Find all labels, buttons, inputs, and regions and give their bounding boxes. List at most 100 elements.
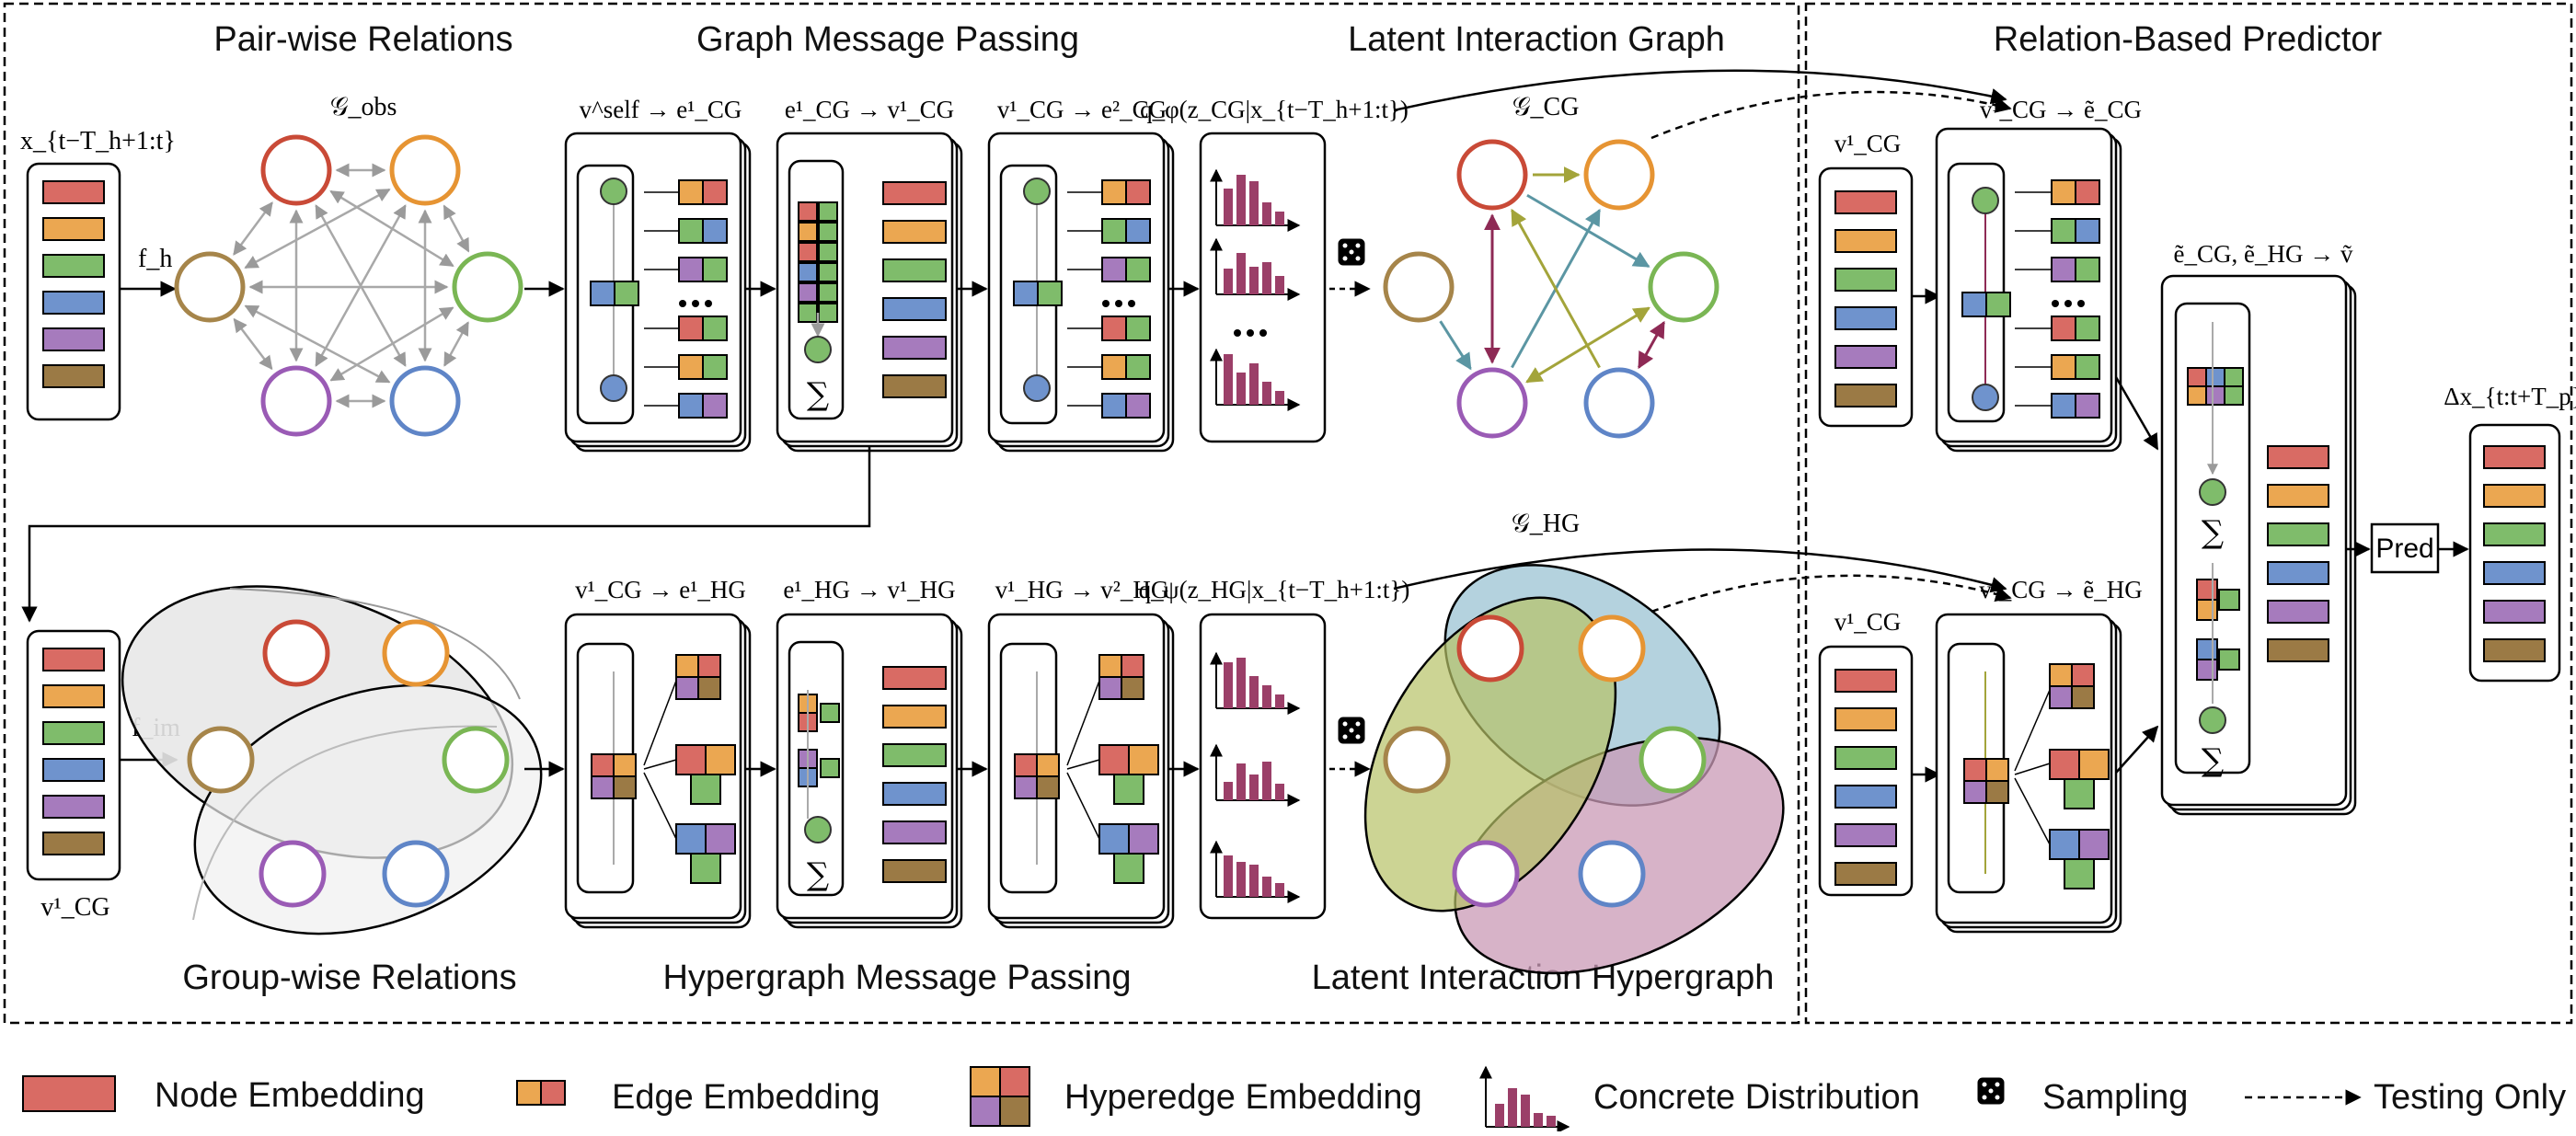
- g-cg-edge-green-purple: [1525, 306, 1650, 384]
- q-phi-3-dist-bar: [1249, 363, 1259, 405]
- pred-top-edge-ellipsis-dot: [2052, 300, 2059, 307]
- legend-sampling-dice-pip: [1988, 1088, 1994, 1094]
- bot-stage2-s: [820, 758, 840, 778]
- pred-button: [2370, 522, 2440, 574]
- pred-bot-a-hyperedge-q2: [2071, 663, 2095, 687]
- q-psi-3-dist-bar: [1224, 855, 1233, 897]
- legend-concrete-bar: [1521, 1095, 1530, 1127]
- pred-top-input-node-embedding: [1834, 306, 1897, 330]
- top-stage3-ellipsis-dot: [1128, 300, 1135, 307]
- fh-label: f_h: [138, 245, 172, 273]
- section-title-groupwise: Group-wise Relations: [182, 958, 516, 997]
- pred-bot-input-node-embedding: [1834, 746, 1897, 770]
- pred-combine-t: [2196, 599, 2218, 621]
- pred-combine-s: [2205, 385, 2225, 406]
- pred-combine-node-a: [2199, 478, 2226, 506]
- bottom-input-node-embedding: [42, 795, 105, 819]
- input-node-embedding: [42, 291, 105, 315]
- top-stage2-out-node-embedding: [882, 181, 947, 205]
- q-phi-1-dist-bar: [1275, 212, 1284, 225]
- pred-top-edge-center-edge-embedding-right: [1985, 292, 2011, 317]
- ghg-hyperedge-olive: [1363, 596, 1617, 912]
- pred-bot-a-hyperedge-q1: [2049, 663, 2073, 687]
- pred-combine-s: [2224, 367, 2244, 387]
- q-psi-1-dist-bar: [1224, 662, 1233, 708]
- bottom-hyper-node-purple: [259, 840, 327, 908]
- pred-combine-out-node-embedding: [2267, 561, 2329, 585]
- bot-stage2-out-node-embedding: [882, 820, 947, 844]
- legend-concrete-bar: [1547, 1116, 1556, 1127]
- top-stage2-sum-symbol: ∑: [807, 376, 829, 413]
- legend-testing-label: Testing Only: [2374, 1078, 2566, 1117]
- bot-stage1-c2: [705, 823, 736, 855]
- legend-edge-swatch-edge-embedding-left: [516, 1080, 542, 1106]
- pred-v-top-label: v¹_CG: [1834, 130, 1902, 157]
- q-psi-3-dist-bar: [1262, 877, 1271, 897]
- bot-stage1-center-q1: [591, 753, 615, 777]
- legend-hyperedge-q1: [970, 1066, 1001, 1097]
- top-stage2-out-node-embedding: [882, 336, 947, 360]
- g-obs-node-blue: [389, 365, 461, 437]
- pred-combine-label: ẽ_CG, ẽ_HG → ṽ: [2174, 240, 2353, 268]
- top-stage3-r1-edge-embedding-left: [1101, 218, 1127, 244]
- bot-stage3-a-hyperedge-q4: [1121, 676, 1144, 700]
- encoder-frame: [3, 2, 1800, 1025]
- pred-combine-t: [2196, 638, 2218, 660]
- bot-stage1-center-q4: [613, 775, 637, 799]
- q-phi-2-dist-bar: [1236, 253, 1246, 294]
- top-stage1-node-bottom: [600, 374, 627, 402]
- top-stage3-r0-edge-embedding-right: [1125, 179, 1151, 205]
- bot-stage2-label: e¹_HG → v¹_HG: [783, 576, 955, 603]
- pred-combine-out-node-embedding: [2267, 600, 2329, 624]
- bot-stage3-center-q3: [1014, 775, 1038, 799]
- bottom-input-node-embedding: [42, 648, 105, 671]
- bot-stage1-label: v¹_CG → e¹_HG: [575, 576, 746, 603]
- q-phi-2-dist-bar: [1275, 276, 1284, 294]
- top-sampling-dice-pip: [1355, 256, 1361, 261]
- top-stage3-node-bottom: [1023, 374, 1051, 402]
- pred-top-edge-r0-edge-embedding-left: [2051, 179, 2076, 205]
- bottom-input-node-embedding: [42, 832, 105, 855]
- top-stage1-r4-edge-embedding-right: [702, 354, 728, 380]
- pred-bot-conn: [2014, 689, 2051, 772]
- section-title-hypergraph-message-passing: Hypergraph Message Passing: [662, 958, 1131, 997]
- legend-hyperedge-q2: [999, 1066, 1030, 1097]
- bottom-input-node-embedding: [42, 684, 105, 708]
- pred-bot-c3: [2064, 858, 2095, 889]
- legend-concrete-bar: [1495, 1104, 1504, 1127]
- top-sampling-dice-pip: [1342, 243, 1348, 248]
- q-psi-2-dist-bar: [1275, 784, 1284, 800]
- pred-top-edge-r2-edge-embedding-left: [2051, 257, 2076, 282]
- connector-top-to-bottom: [21, 446, 871, 623]
- curve-gcg-testing-top: [1650, 90, 2012, 140]
- pred-combine-out-node-embedding: [2267, 638, 2329, 662]
- pred-top-edge-center-edge-embedding-left: [1961, 292, 1987, 317]
- top-stage3-center-edge-embedding-right: [1037, 281, 1063, 306]
- top-stage1-ellipsis-dot: [705, 300, 712, 307]
- bot-stage3-label: v¹_HG → v²_HG: [995, 576, 1169, 603]
- pred-v-bot-label: v¹_CG: [1834, 608, 1902, 636]
- top-stage2-stack-a: [798, 222, 818, 242]
- input-node-embedding: [42, 327, 105, 351]
- input-label: x_{t−T_h+1:t}: [20, 127, 176, 155]
- pred-top-edge-ellipsis-dot: [2077, 300, 2085, 307]
- top-stage2-stack-b: [818, 242, 838, 262]
- q-psi-2-dist-bar: [1249, 775, 1259, 800]
- pred-top-input-node-embedding: [1834, 345, 1897, 369]
- q-phi-3-dist-bar: [1275, 391, 1284, 405]
- q-phi-2-dist-bar: [1249, 267, 1259, 294]
- legend-concrete-bar: [1534, 1113, 1543, 1127]
- legend-hyperedge-label: Hyperedge Embedding: [1064, 1078, 1422, 1117]
- bot-stage3-b3: [1113, 774, 1144, 805]
- pred-bot-b2: [2078, 749, 2110, 780]
- bottom-sampling-dice-pip: [1355, 721, 1361, 727]
- curve-ghg-testing-bottom: [1650, 574, 2012, 614]
- q-phi-1-dist-bar: [1249, 181, 1259, 225]
- bot-stage3-center-q1: [1014, 753, 1038, 777]
- section-title-pairwise: Pair-wise Relations: [213, 20, 512, 59]
- top-stage1-r5-edge-embedding-left: [678, 393, 704, 419]
- pred-combine-node-b: [2199, 706, 2226, 734]
- bot-stage3-c1: [1098, 823, 1130, 855]
- bot-stage2-out-node-embedding: [882, 859, 947, 883]
- legend-node-swatch: [22, 1075, 116, 1112]
